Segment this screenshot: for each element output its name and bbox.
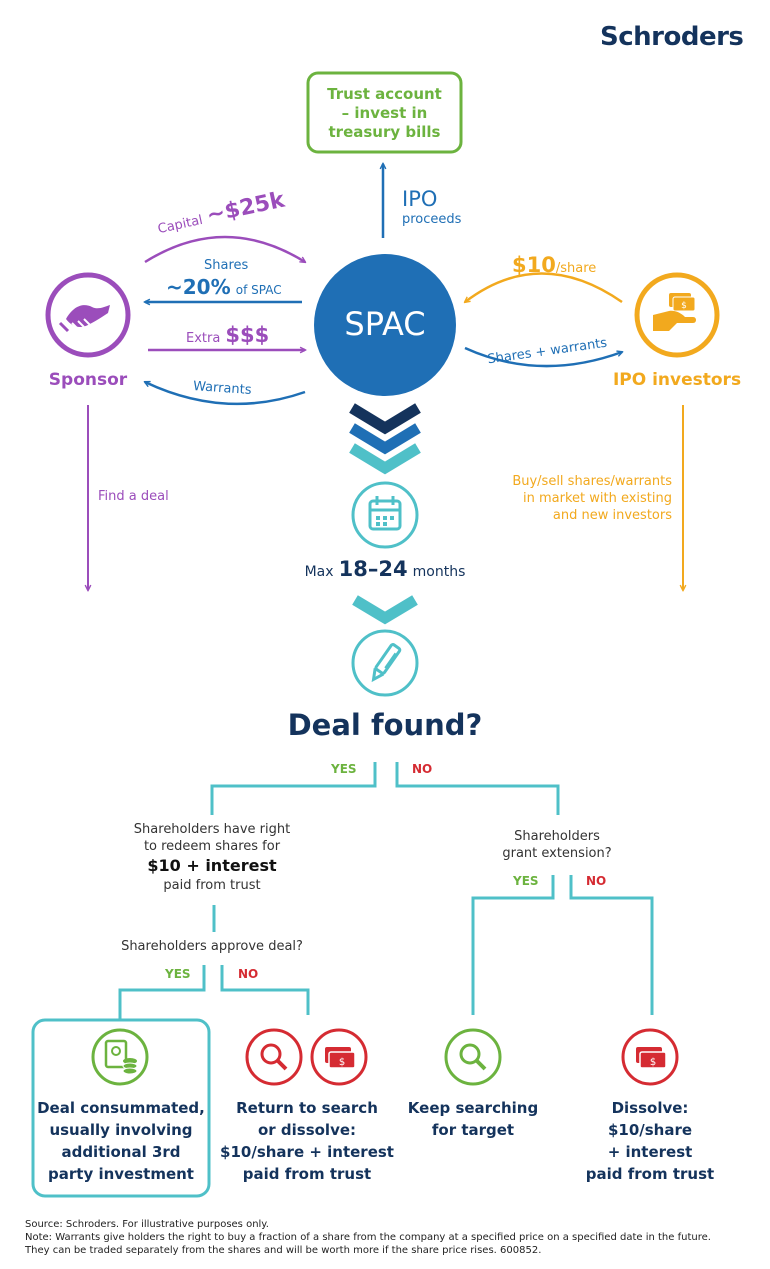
extra-prefix: Extra — [186, 331, 221, 346]
consummated-text: Deal consummated, usually involving addi… — [33, 1097, 209, 1185]
yes-label-extension: YES — [513, 874, 539, 888]
consummated-box — [31, 1018, 211, 1198]
svg-text:$: $ — [339, 1057, 345, 1068]
magnifier-circle-keep — [444, 1028, 502, 1086]
magnifier-icon — [260, 1043, 288, 1071]
trust-account-box — [306, 71, 463, 154]
certificate-circle — [91, 1028, 149, 1086]
handshake-icon — [58, 305, 110, 333]
extra-label: Extra $$$ — [186, 323, 269, 347]
magnifier-icon — [459, 1043, 487, 1071]
price-value: $10 — [512, 253, 556, 277]
extension-text: Shareholders grant extension? — [482, 828, 632, 862]
no-label-extension: NO — [586, 874, 607, 888]
chevrons — [349, 403, 421, 625]
decision-lines — [118, 762, 654, 1020]
footer-note-2: They can be traded separately from the s… — [25, 1245, 542, 1256]
return-text: Return to search or dissolve: $10/share … — [216, 1097, 398, 1185]
keep-line-2: for target — [431, 1121, 515, 1139]
trust-line-2: – invest in — [341, 104, 428, 122]
shares-pct: ~20% — [166, 275, 231, 299]
trust-account-text: Trust account – invest in treasury bills — [308, 85, 461, 142]
max-suffix: months — [412, 564, 466, 580]
calendar-circle — [351, 481, 419, 549]
price-unit: /share — [555, 261, 597, 276]
warrants-arrow — [145, 380, 306, 406]
redeem-line-2: to redeem shares for — [143, 839, 281, 854]
shares-label: Shares — [204, 258, 249, 273]
dissolve-line-4: paid from trust — [585, 1165, 715, 1183]
extension-line-1: Shareholders — [514, 829, 600, 844]
ipo-investors-circle — [634, 272, 720, 358]
pen-circle — [351, 629, 419, 697]
consummated-line-4: party investment — [48, 1165, 194, 1183]
footer-note-1: Note: Warrants give holders the right to… — [25, 1232, 711, 1243]
ipo-label: IPO — [402, 187, 438, 211]
shares-warrants-arrow — [464, 346, 622, 368]
capital-arrow — [144, 235, 305, 262]
shares-suffix: of SPAC — [235, 283, 282, 297]
cash-icon: $ — [325, 1047, 356, 1069]
return-line-1: Return to search — [236, 1099, 378, 1117]
redeem-line-3: $10 + interest — [147, 856, 277, 875]
money-hand-icon: $ — [653, 293, 696, 331]
max-range: 18–24 — [338, 557, 408, 581]
market-line-3: and new investors — [552, 508, 672, 523]
trust-line-1: Trust account — [327, 85, 442, 103]
find-deal-label: Find a deal — [98, 489, 169, 504]
max-months-label: Max 18–24 months — [285, 557, 485, 581]
dissolve-line-2: $10/share — [607, 1121, 693, 1139]
yes-label-approve: YES — [165, 967, 191, 981]
keep-text: Keep searching for target — [398, 1097, 548, 1141]
dissolve-line-1: Dissolve: — [611, 1099, 689, 1117]
no-label-deal: NO — [412, 762, 433, 776]
market-line-2: in market with existing — [522, 491, 672, 506]
consummated-line-3: additional 3rd — [61, 1143, 181, 1161]
price-label: $10/share — [512, 253, 596, 277]
magnifier-circle-return — [245, 1028, 303, 1086]
trust-line-3: treasury bills — [328, 123, 441, 141]
svg-text:$: $ — [681, 301, 687, 311]
sponsor-circle — [45, 272, 131, 358]
footer-source: Source: Schroders. For illustrative purp… — [25, 1219, 269, 1230]
dissolve-line-3: + interest — [607, 1143, 693, 1161]
proceeds-label: proceeds — [402, 212, 462, 227]
no-label-approve: NO — [238, 967, 259, 981]
deal-found-title: Deal found? — [287, 708, 483, 742]
max-prefix: Max — [304, 564, 334, 580]
shares-pct-label: ~20% of SPAC — [166, 275, 282, 299]
keep-line-1: Keep searching — [407, 1099, 539, 1117]
market-text: Buy/sell shares/warrants in market with … — [460, 473, 672, 524]
cash-icon: $ — [636, 1047, 667, 1069]
spac-label: SPAC — [344, 305, 426, 343]
redeem-text: Shareholders have right to redeem shares… — [112, 821, 312, 894]
pen-icon — [371, 643, 402, 683]
approve-text: Shareholders approve deal? — [121, 939, 303, 954]
extra-value: $$$ — [225, 323, 270, 347]
consummated-line-1: Deal consummated, — [37, 1099, 205, 1117]
market-line-1: Buy/sell shares/warrants — [512, 474, 672, 489]
calendar-icon — [368, 496, 402, 531]
sponsor-label: Sponsor — [48, 370, 128, 390]
certificate-coins-icon — [104, 1039, 138, 1075]
redeem-line-1: Shareholders have right — [133, 822, 291, 837]
brand-logo: Schroders — [600, 22, 744, 52]
redeem-line-4: paid from trust — [163, 878, 261, 893]
spac-circle — [314, 254, 456, 396]
ipo-investors-label: IPO investors — [612, 370, 742, 390]
extension-line-2: grant extension? — [502, 846, 612, 861]
yes-label-deal: YES — [331, 762, 357, 776]
svg-text:$: $ — [650, 1057, 656, 1068]
cash-circle-dissolve — [621, 1028, 679, 1086]
return-line-3: $10/share + interest — [220, 1143, 394, 1161]
return-line-2: or dissolve: — [257, 1121, 357, 1139]
consummated-line-2: usually involving — [49, 1121, 193, 1139]
return-line-4: paid from trust — [242, 1165, 372, 1183]
footer-notes: Source: Schroders. For illustrative purp… — [25, 1218, 711, 1257]
cash-circle-return — [310, 1028, 368, 1086]
dissolve-text: Dissolve: $10/share + interest paid from… — [575, 1097, 725, 1185]
price-arrow — [465, 272, 623, 303]
